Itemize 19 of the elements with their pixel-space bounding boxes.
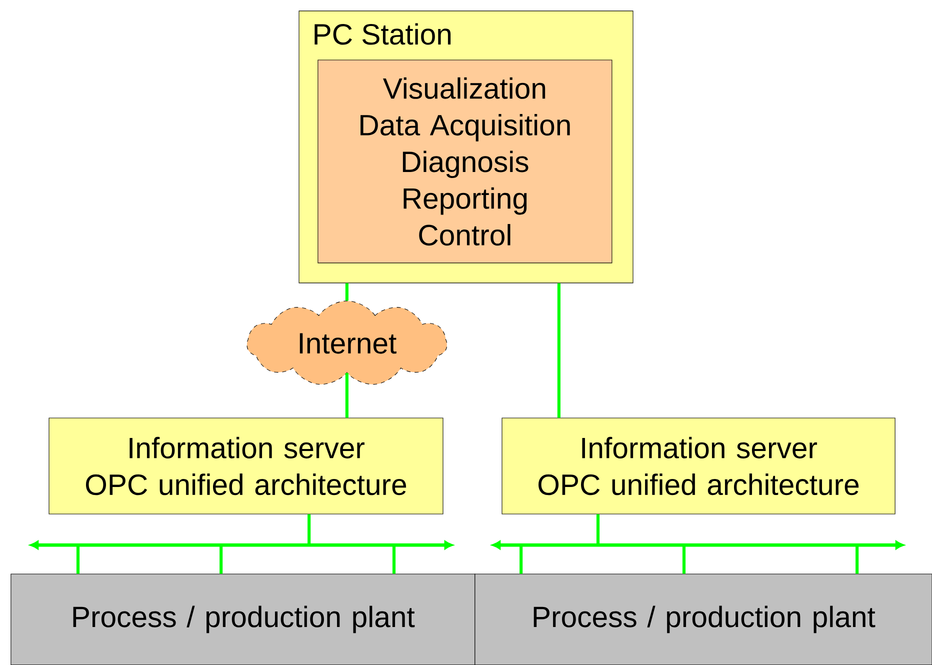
connector-line — [682, 545, 686, 574]
connector-line — [220, 545, 223, 574]
connector-line — [392, 545, 396, 574]
connector-line — [308, 514, 311, 546]
server-box: Information server OPC unified architecture — [502, 418, 896, 514]
bus-line — [30, 540, 453, 550]
connector-line — [520, 545, 523, 574]
connector-line — [856, 545, 859, 574]
cloud: Internet — [246, 300, 448, 385]
server-box: Information server OPC unified architecture — [48, 418, 444, 514]
bus-line — [492, 540, 904, 550]
connector-line — [557, 283, 560, 418]
function-box: Visualization Data Acquisition Diagnosis Reporting Control — [318, 60, 612, 264]
connector-line — [596, 514, 600, 546]
plant-box: Process / production plant — [474, 574, 932, 665]
connector-line — [345, 372, 348, 418]
connector-line — [345, 283, 348, 301]
connector-line — [76, 545, 80, 574]
plant-box: Process / production plant — [10, 574, 476, 665]
